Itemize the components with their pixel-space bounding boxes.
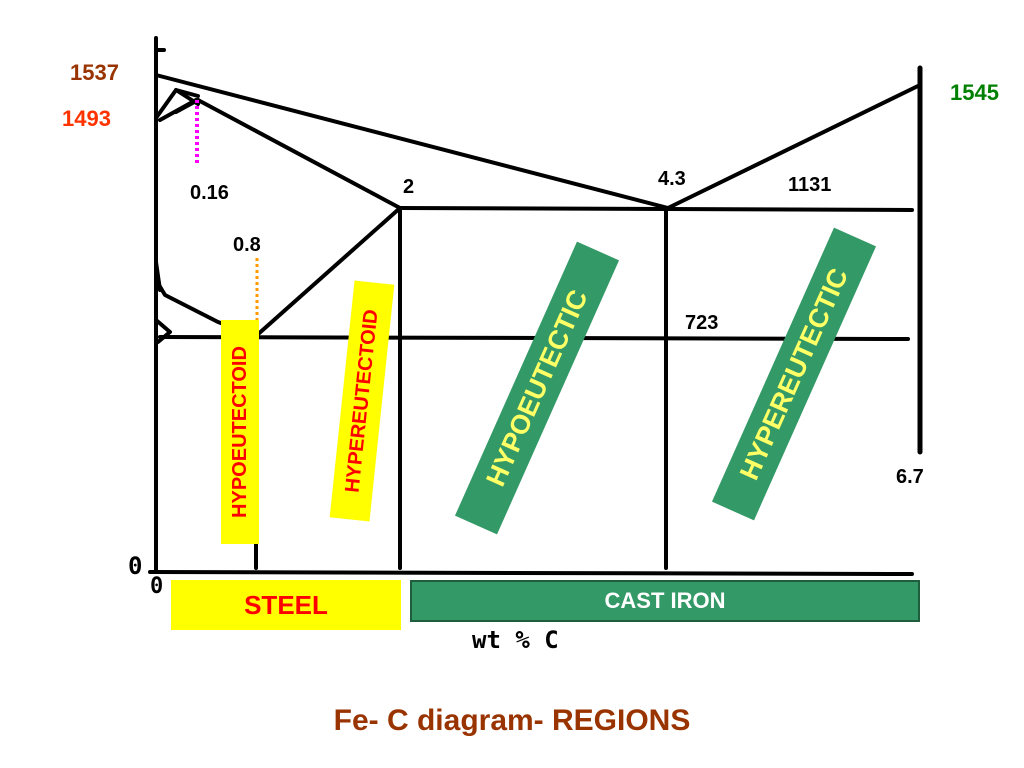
x-axis-line — [148, 570, 914, 576]
origin-x-label: 0 — [150, 574, 164, 599]
liquidus-left — [154, 73, 670, 210]
cast-iron-band: CAST IRON — [410, 580, 920, 622]
label-08: 0.8 — [233, 234, 261, 256]
label-723: 723 — [685, 312, 719, 334]
region-hypoeutectoid-text: HYPOEUTECTOID — [228, 346, 251, 518]
label-1493: 1493 — [62, 106, 111, 131]
label-1131: 1131 — [788, 174, 832, 196]
cast-iron-band-text: CAST IRON — [604, 588, 726, 613]
acm-line — [254, 206, 402, 338]
region-hypoeutectoid: HYPOEUTECTOID — [221, 320, 259, 544]
label-016: 0.16 — [190, 182, 229, 204]
x-axis-label: wt % C — [472, 626, 559, 654]
steel-band-text: STEEL — [244, 589, 328, 620]
label-2: 2 — [403, 176, 415, 198]
label-67: 6.7 — [896, 466, 924, 488]
solidus-line — [196, 98, 402, 210]
eutectic-line — [398, 206, 914, 212]
steel-band: STEEL — [171, 580, 401, 630]
liquidus-right — [666, 83, 922, 210]
label-1537: 1537 — [70, 60, 119, 85]
label-1545: 1545 — [950, 80, 999, 105]
origin-y-label: 0 — [128, 552, 143, 580]
label-43: 4.3 — [658, 168, 686, 190]
page-title: Fe- C diagram- REGIONS — [333, 704, 691, 737]
